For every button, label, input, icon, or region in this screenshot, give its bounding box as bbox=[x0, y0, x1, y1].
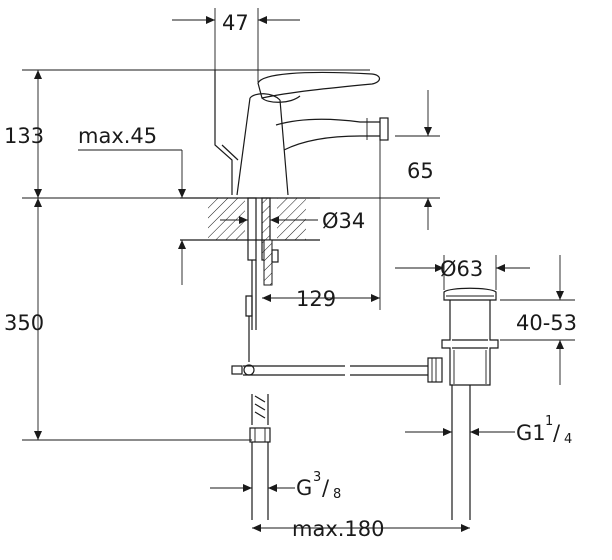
drain-assembly bbox=[427, 287, 499, 520]
dim-faucet-height: 133 bbox=[4, 124, 44, 148]
faucet-body bbox=[214, 70, 389, 196]
dim-spout-height: 65 bbox=[407, 159, 434, 183]
dim-total-height: 350 bbox=[4, 311, 44, 335]
drain-thread-num: 1 bbox=[545, 414, 553, 429]
dim-drain-thread: G1 1 / 4 bbox=[516, 414, 572, 447]
dim-max-spacing: max.180 bbox=[292, 517, 385, 541]
countertop-deck bbox=[180, 197, 320, 330]
dim-hole-diameter: Ø34 bbox=[322, 209, 365, 233]
dim-supply-thread: G 3 / 8 bbox=[296, 470, 341, 502]
supply-thread-prefix: G bbox=[296, 476, 312, 500]
dim-deck-thickness: max.45 bbox=[78, 124, 157, 148]
drain-thread-prefix: G1 bbox=[516, 421, 546, 445]
dim-drain-range: 40-53 bbox=[516, 311, 577, 335]
popup-rod bbox=[243, 365, 428, 376]
drain-thread-slash: / bbox=[553, 421, 561, 445]
dim-top-width: 47 bbox=[222, 11, 249, 35]
dimension-lines bbox=[22, 8, 575, 532]
dim-drain-diameter: Ø63 bbox=[440, 257, 483, 281]
supply-thread-slash: / bbox=[322, 476, 330, 500]
supply-thread-num: 3 bbox=[313, 470, 321, 485]
supply-hose bbox=[231, 295, 271, 520]
drain-thread-den: 4 bbox=[564, 432, 572, 447]
dim-spout-reach: 129 bbox=[296, 287, 336, 311]
supply-thread-den: 8 bbox=[333, 487, 341, 502]
